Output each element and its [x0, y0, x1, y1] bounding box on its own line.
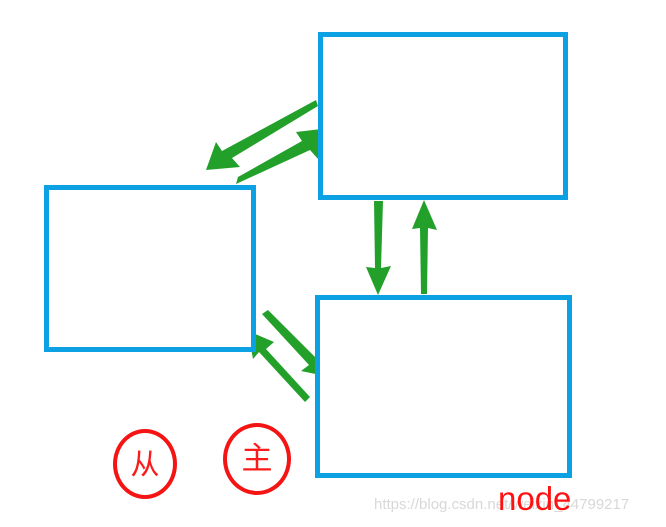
node-caption-label: node: [498, 480, 572, 517]
arrow-bottom-to-top: [412, 200, 437, 294]
csdn-watermark: https://blog.csdn.net/weixin_44799217: [374, 496, 630, 513]
arrow-top-to-bottom: [366, 201, 391, 295]
arrow-bottom-to-left: [248, 331, 310, 402]
node-box-top[interactable]: 从 主: [318, 32, 568, 200]
node-box-bottom[interactable]: 主 从: [315, 295, 572, 478]
arrow-left-to-top: [236, 128, 330, 184]
role-marker-left-slave: 从: [113, 429, 177, 499]
arrow-top-to-left: [206, 100, 318, 170]
role-marker-left-master: 主: [223, 423, 291, 495]
node-box-left[interactable]: 从 主: [44, 185, 291, 499]
